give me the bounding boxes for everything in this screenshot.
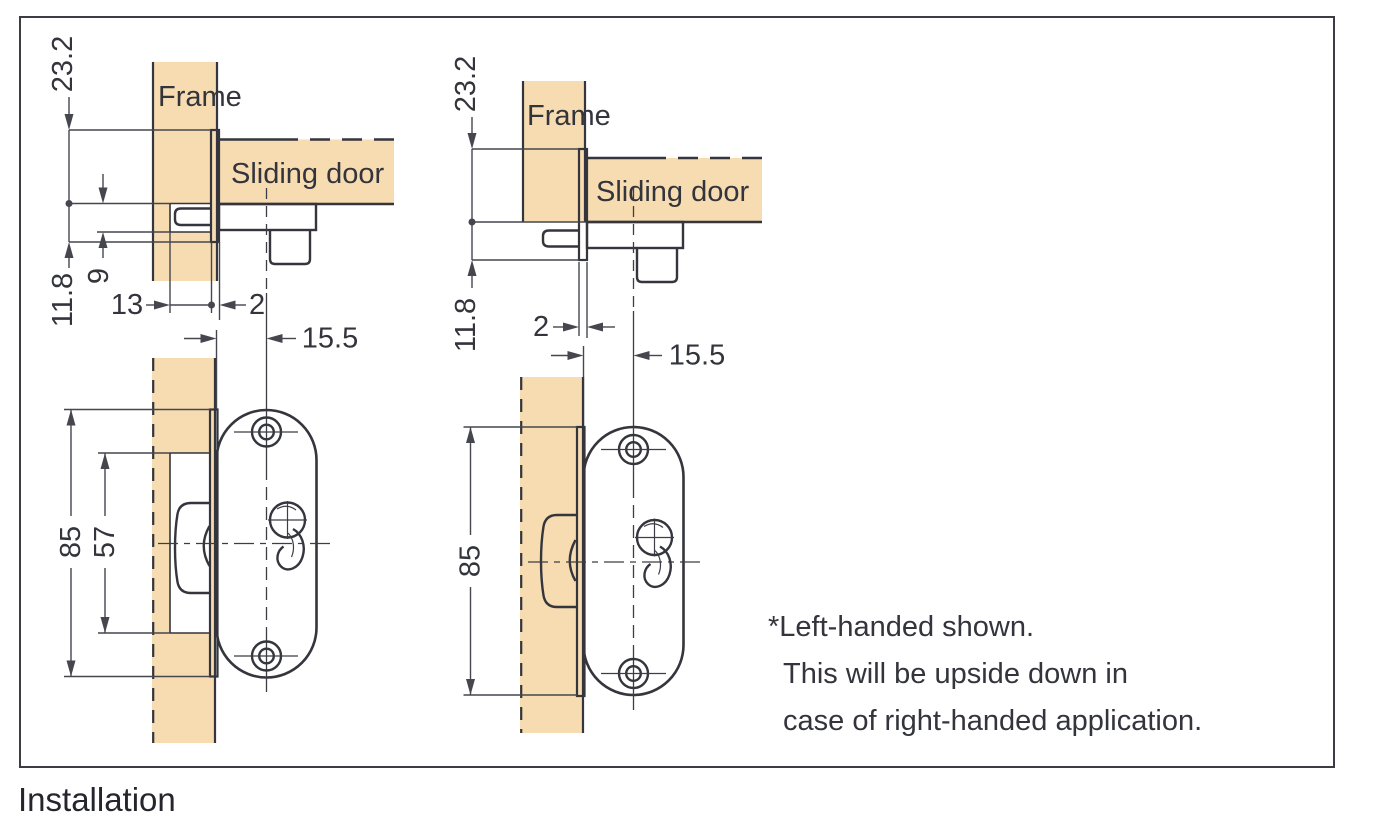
frame-label: Frame [158, 81, 242, 113]
top-left-section-view: Frame Sliding door [151, 62, 394, 410]
note-text-1: Left-handed shown. [779, 611, 1035, 643]
dim-23-2-left: 23.2 [47, 36, 79, 92]
asterisk-marker: * [768, 611, 780, 643]
screw-top-icon [601, 433, 666, 466]
dim-9: 9 [83, 268, 115, 284]
dim-23-2-right: 23.2 [450, 56, 482, 112]
latch-body [217, 202, 318, 232]
frame-column [522, 81, 586, 222]
bottom-right-front-view [520, 377, 700, 733]
dim-11-8-right: 11.8 [450, 298, 482, 352]
screw-top-icon [234, 416, 298, 448]
dim-85-left: 85 [55, 526, 87, 558]
note-line-1: *Left-handed shown. [768, 604, 1202, 651]
face-plate [577, 147, 589, 262]
frame-column [152, 62, 218, 281]
note-line-3: case of right-handed application. [783, 705, 1203, 737]
bottom-right-dimensions: 85 [455, 426, 577, 696]
top-right-dimensions: 23.2 11.8 2 15.5 [450, 56, 725, 426]
note-line-2: This will be upside down in [783, 658, 1128, 690]
top-right-section-view: Frame Sliding door [521, 81, 762, 427]
dim-11-8-left: 11.8 [47, 273, 79, 327]
latch-tab [635, 249, 679, 284]
latch [173, 501, 211, 595]
key-cam-icon [635, 518, 674, 589]
handedness-note: *Left-handed shown. This will be upside … [768, 604, 1202, 745]
installation-caption: Installation [18, 781, 176, 818]
bottom-left-front-view [152, 358, 332, 743]
dim-13: 13 [111, 289, 143, 321]
screw-bottom-icon [234, 640, 298, 672]
sliding-door-label: Sliding door [596, 176, 749, 208]
strike-bar [173, 207, 211, 227]
dim-2-left: 2 [249, 289, 265, 321]
dim-85-right: 85 [455, 545, 487, 577]
dim-15-5-left: 15.5 [302, 323, 358, 355]
frame-column [520, 377, 584, 733]
latch-tab [268, 231, 312, 266]
bottom-left-dimensions: 85 57 [55, 408, 210, 678]
key-cam-icon [268, 501, 307, 571]
sliding-door-label: Sliding door [231, 158, 384, 190]
latch [539, 513, 577, 609]
dim-2-right: 2 [533, 311, 549, 343]
sliding-door [219, 139, 394, 204]
latch-body [585, 220, 685, 250]
strike-bar [541, 229, 579, 248]
sliding-door [587, 158, 762, 222]
frame-label: Frame [527, 100, 611, 132]
face-plate [209, 128, 221, 244]
top-left-dimensions: 23.2 11.8 9 13 2 15.5 [47, 36, 358, 409]
screw-bottom-icon [601, 657, 666, 690]
dim-15-5-right: 15.5 [669, 340, 725, 372]
dim-57: 57 [89, 526, 121, 558]
